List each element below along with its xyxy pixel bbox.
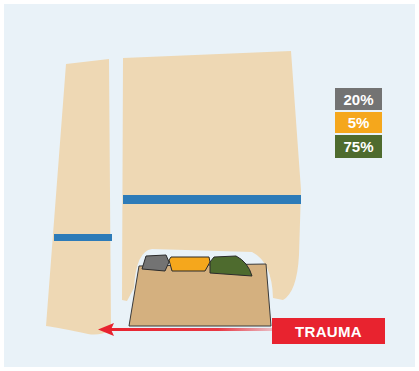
tibia-cut-line <box>123 195 301 204</box>
trauma-label-box: TRAUMA <box>272 318 385 344</box>
fibula-cut-line <box>54 234 112 241</box>
legend-swatch: 5% <box>335 112 382 133</box>
legend-swatch: 75% <box>335 135 382 158</box>
legend-swatch: 20% <box>335 88 382 110</box>
tibia-bone <box>122 51 301 301</box>
legend-text: 20% <box>343 91 373 108</box>
legend-text: 5% <box>348 114 370 131</box>
trauma-arrow-head <box>98 323 114 336</box>
fibula-bone <box>46 59 111 335</box>
fragment-orange <box>169 257 210 271</box>
legend-text: 75% <box>343 138 373 155</box>
fragment-gray <box>142 255 169 271</box>
trauma-arrow-shaft <box>110 328 290 331</box>
node-text: TRAUMA <box>295 323 362 340</box>
fragment-green <box>210 256 252 276</box>
